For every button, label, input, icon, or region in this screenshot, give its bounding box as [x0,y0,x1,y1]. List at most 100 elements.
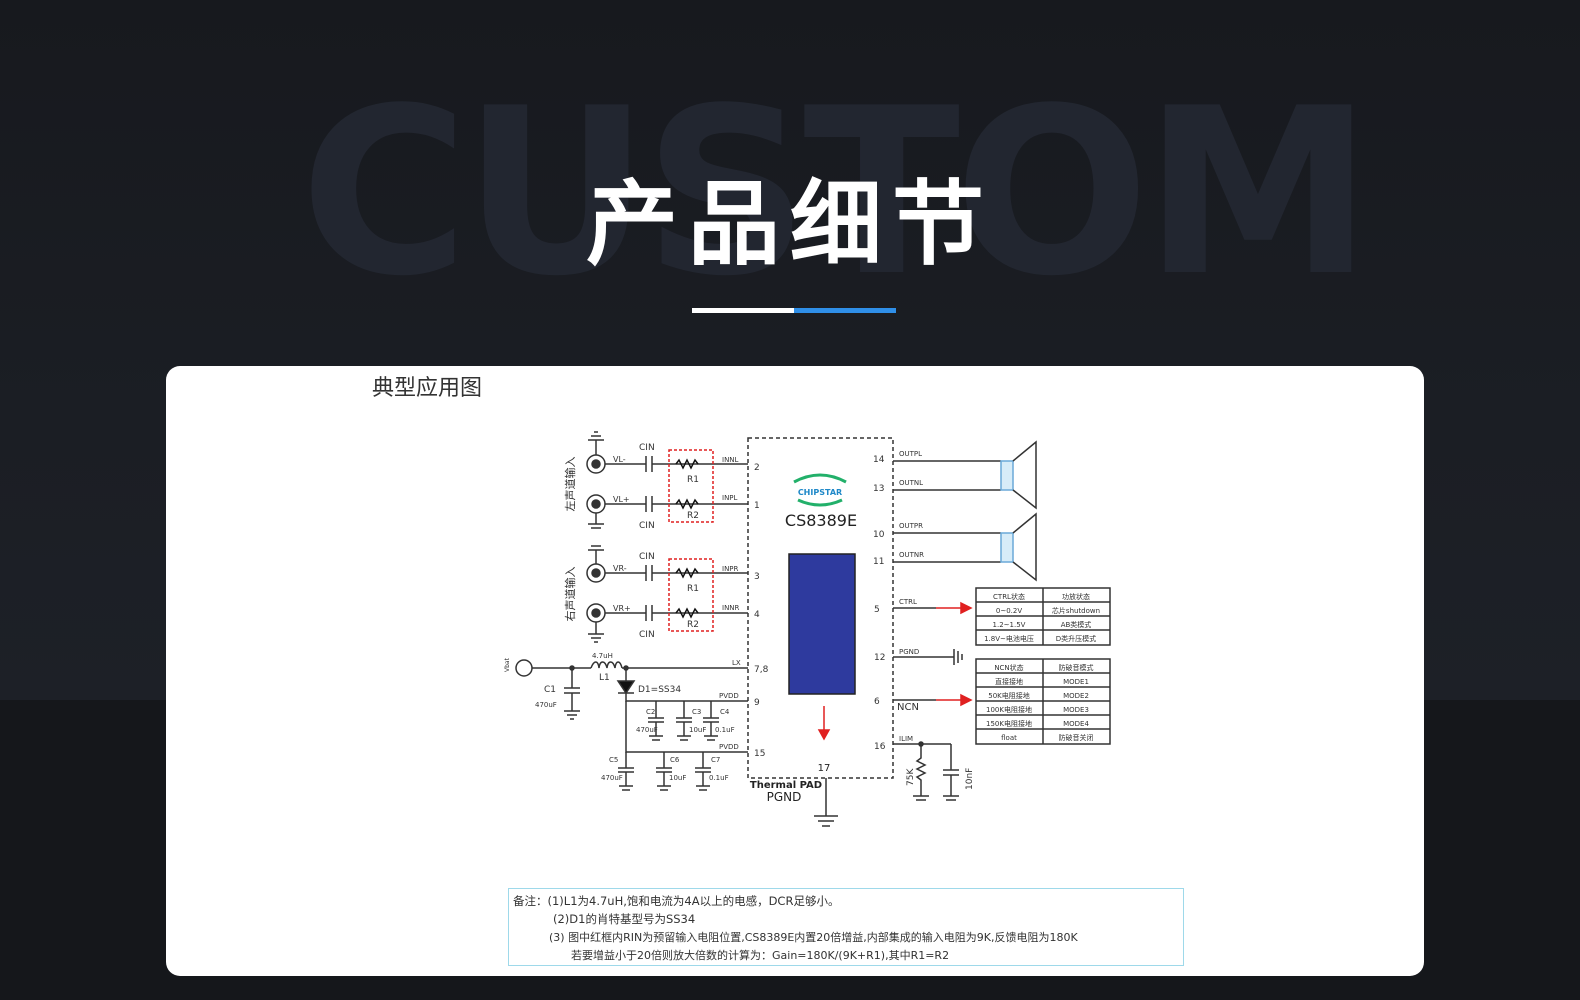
pin-outnl-name: OUTNL [899,479,923,487]
pin-ctrl-number: 5 [874,605,880,615]
svg-text:CHIPSTAR: CHIPSTAR [798,488,842,497]
c5-value: 470uF [601,774,623,782]
c7-label: C7 [711,756,720,764]
c7-value: 0.1uF [709,774,729,782]
cin-label-1: CIN [639,443,655,453]
ctrl-table-header-2: 功放状态 [1062,592,1090,601]
capacitor-c6 [656,752,672,791]
chipstar-logo: CHIPSTAR [793,473,847,507]
l1-value: 4.7uH [592,652,613,660]
right-channel-label: 右声道输入 [563,567,577,622]
schematic-card: 典型应用图 [166,366,1424,976]
speaker-left-body [1000,460,1014,491]
trace-outl [893,460,1001,491]
pin-innr-number: 4 [754,610,760,620]
pin-lx-number: 7,8 [754,665,769,675]
vbat-terminal [515,659,533,677]
capacitor-c2 [648,701,664,741]
chip-pad-number: 17 [818,763,831,774]
ground-right-top [588,545,604,564]
pin-inpl-number: 1 [754,501,760,511]
ncn-table-cell: 50K电阻接地 [988,691,1030,700]
ncn-table-cell: MODE3 [1063,706,1089,714]
thermal-pad-block [788,553,856,695]
speaker-left-cone [1012,440,1037,510]
speaker-right-body [1000,532,1014,563]
rin-box-right [668,558,714,632]
ncn-table-header-1: NCN状态 [994,663,1023,672]
application-schematic: CHIPSTAR CS8389E 17 Thermal PAD PGND 左声道… [504,431,1111,827]
pin-pgnd-name: PGND [899,648,919,656]
r1-label-right: R1 [687,584,699,594]
capacitor-c7 [695,752,711,791]
r2-label-left: R2 [687,511,699,521]
ncn-table-cell: MODE2 [1063,692,1089,700]
c2-label: C2 [646,708,655,716]
ncn-table-cell: float [1001,734,1017,742]
ground-right-bottom [588,622,604,643]
pgnd-label: PGND [767,790,802,804]
background-watermark: CUSTOM [300,60,1372,327]
vr-plus-label: VR+ [613,604,631,613]
pin-outpr-number: 10 [873,530,885,540]
note-line-2: (2)D1的肖特基型号为SS34 [553,912,696,926]
c2-value: 470uF [636,726,658,734]
ncn-table-cell: 防破音关闭 [1059,733,1094,742]
capacitor-c5 [618,752,634,791]
r-ilim-label: 75K [906,768,916,786]
ncn-table-cell: MODE1 [1063,678,1089,686]
ncn-table-cell: 直接接地 [995,677,1023,686]
pin-inpr-name: INPR [722,565,739,573]
capacitor-c4 [703,701,719,741]
c6-value: 10uF [669,774,686,782]
ncn-table-cell: 100K电阻接地 [986,705,1032,714]
pin-pvdd15-number: 15 [754,749,765,759]
pin-innl-number: 2 [754,463,760,473]
note-line-4: 若要增益小于20倍则放大倍数的计算为：Gain=180K/(9K+R1),其中R… [571,949,950,962]
pin-ctrl-name: CTRL [899,598,917,606]
ncn-table-cell: MODE4 [1063,720,1089,728]
pin-innr-name: INNR [722,604,740,612]
vl-minus-label: VL- [613,455,626,464]
c1-label: C1 [544,685,556,695]
c5-label: C5 [609,756,618,764]
ground-left-mid [588,513,604,529]
pin-ncn-name: NCN [897,702,919,713]
ground-thermal-pad [814,778,838,827]
left-channel-label: 左声道输入 [563,457,577,512]
pin-inpl-name: INPL [722,494,738,502]
r1-label-left: R1 [687,475,699,485]
notes-box: 备注：(1)L1为4.7uH,饱和电流为4A以上的电感，DCR足够小。 (2)D… [508,888,1184,966]
ctrl-table-cell: AB类模式 [1061,620,1092,629]
underline-white [692,308,794,313]
title-underline [692,308,896,313]
card-heading: 典型应用图 [372,376,483,401]
capacitor-c1 [564,668,580,720]
c-ilim-label: 10nF [965,768,975,790]
vr-minus-label: VR- [613,564,627,573]
vl-plus-label: VL+ [613,495,630,504]
pin-ilim-name: ILIM [899,735,913,743]
pin-pgnd-number: 12 [874,653,885,663]
ground-pgnd [893,649,963,665]
cin-label-3: CIN [639,552,655,562]
c3-value: 10uF [689,726,706,734]
capacitor-10nf [943,744,959,801]
pin-pvdd9-number: 9 [754,698,760,708]
pin-outpr-name: OUTPR [899,522,923,530]
c6-label: C6 [670,756,680,764]
c4-label: C4 [720,708,730,716]
vbat-label: Vbat [504,657,511,672]
chip-part-number: CS8389E [785,511,857,530]
trace-outr [893,532,1001,563]
pin-pvdd9-name: PVDD [719,692,739,700]
cin-label-2: CIN [639,521,655,531]
diode-d1 [616,680,636,695]
ctrl-table-cell: 1.8V~电池电压 [984,634,1034,643]
ncn-table-cell: 150K电阻接地 [986,719,1032,728]
ctrl-table-cell: D类升压模式 [1056,634,1096,643]
pin-pvdd15-name: PVDD [719,743,739,751]
pin-outnr-name: OUTNR [899,551,924,559]
c4-value: 0.1uF [715,726,735,734]
pin-ncn-number: 6 [874,697,880,707]
